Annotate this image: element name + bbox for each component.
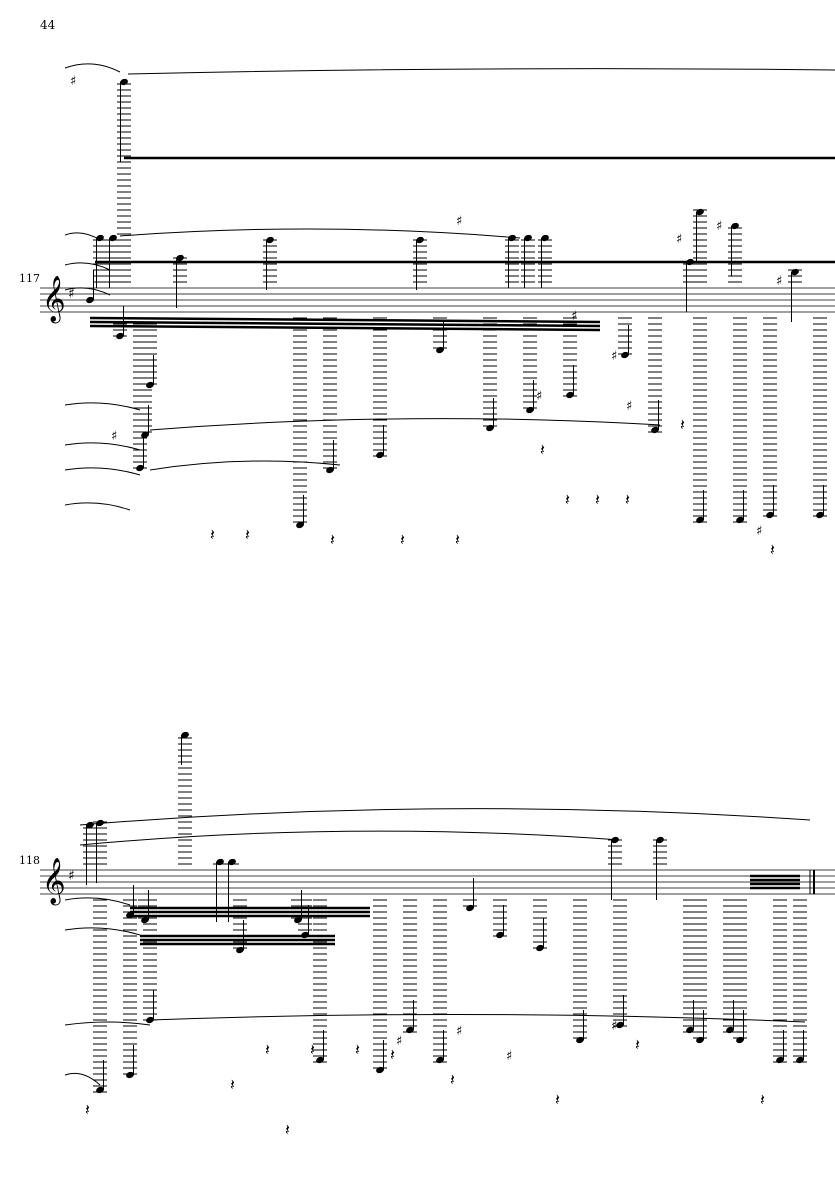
slur bbox=[149, 1013, 806, 1023]
notehead bbox=[816, 511, 824, 519]
sharp-icon: ♯ bbox=[776, 274, 782, 289]
slur bbox=[79, 808, 811, 826]
slur bbox=[64, 502, 131, 511]
sharp-icon: ♯ bbox=[571, 309, 577, 324]
sharp-icon: ♯ bbox=[506, 1049, 512, 1064]
sharp-icon: ♯ bbox=[456, 214, 462, 229]
sharp-icon: ♯ bbox=[676, 232, 682, 247]
slur bbox=[64, 442, 141, 451]
rest-icon: 𝄽 bbox=[565, 490, 570, 509]
rest-icon: 𝄽 bbox=[230, 1075, 235, 1094]
rest-icon: 𝄽 bbox=[245, 525, 250, 544]
rest-icon: 𝄽 bbox=[450, 1070, 455, 1089]
sharp-icon: ♯ bbox=[536, 389, 542, 404]
rest-icon: 𝄽 bbox=[285, 1120, 290, 1139]
notehead bbox=[496, 931, 504, 939]
rest-icon: 𝄽 bbox=[540, 440, 545, 459]
notehead bbox=[126, 911, 134, 919]
notehead bbox=[566, 391, 574, 399]
slur bbox=[64, 897, 131, 906]
notehead bbox=[96, 819, 104, 827]
page-number: 44 bbox=[40, 18, 56, 32]
sharp-icon: ♯ bbox=[396, 1034, 402, 1049]
treble-clef-icon: 𝄞 bbox=[42, 276, 66, 324]
notehead bbox=[376, 451, 384, 459]
slur bbox=[64, 1072, 101, 1086]
slur bbox=[149, 418, 661, 431]
notehead bbox=[86, 296, 94, 304]
slur bbox=[64, 63, 121, 73]
sharp-icon: ♯ bbox=[756, 524, 762, 539]
measure-number-117: 117 bbox=[19, 272, 40, 285]
notehead bbox=[86, 821, 94, 829]
slur bbox=[79, 830, 621, 846]
notehead bbox=[141, 431, 149, 439]
sharp-icon: ♯ bbox=[70, 74, 76, 89]
notehead bbox=[766, 511, 774, 519]
rest-icon: 𝄽 bbox=[400, 530, 405, 549]
notehead bbox=[301, 931, 309, 939]
notehead bbox=[126, 1071, 134, 1079]
sharp-icon: ♯ bbox=[611, 349, 617, 364]
notehead bbox=[296, 521, 304, 529]
rest-icon: 𝄽 bbox=[310, 1040, 315, 1059]
rest-icon: 𝄽 bbox=[635, 1035, 640, 1054]
rest-icon: 𝄽 bbox=[265, 1040, 270, 1059]
rest-icon: 𝄽 bbox=[680, 415, 685, 434]
sharp-icon: ♯ bbox=[456, 1024, 462, 1039]
beam bbox=[89, 316, 601, 324]
rest-icon: 𝄽 bbox=[625, 490, 630, 509]
sharp-icon: ♯ bbox=[68, 868, 75, 884]
sharp-icon: ♯ bbox=[68, 286, 75, 302]
slur bbox=[64, 467, 141, 476]
sharp-icon: ♯ bbox=[111, 429, 117, 444]
notehead bbox=[146, 381, 154, 389]
rest-icon: 𝄽 bbox=[555, 1090, 560, 1109]
slur bbox=[127, 68, 835, 75]
slur bbox=[119, 228, 521, 239]
beam bbox=[89, 324, 601, 332]
beam bbox=[89, 320, 601, 328]
rest-icon: 𝄽 bbox=[760, 1090, 765, 1109]
rest-icon: 𝄽 bbox=[595, 490, 600, 509]
notehead bbox=[621, 351, 629, 359]
sharp-icon: ♯ bbox=[626, 399, 632, 414]
slur bbox=[64, 262, 111, 271]
rest-icon: 𝄽 bbox=[85, 1100, 90, 1119]
treble-clef-icon: 𝄞 bbox=[42, 858, 66, 906]
notehead bbox=[181, 731, 189, 739]
rest-icon: 𝄽 bbox=[770, 540, 775, 559]
measure-number-118: 118 bbox=[19, 854, 40, 867]
slur bbox=[149, 460, 341, 471]
rest-icon: 𝄽 bbox=[330, 530, 335, 549]
sharp-icon: ♯ bbox=[611, 1019, 617, 1034]
rest-icon: 𝄽 bbox=[390, 1045, 395, 1064]
slur bbox=[64, 927, 141, 936]
slur bbox=[64, 402, 141, 411]
rest-icon: 𝄽 bbox=[210, 525, 215, 544]
slur bbox=[64, 1021, 151, 1026]
sharp-icon: ♯ bbox=[716, 219, 722, 234]
rest-icon: 𝄽 bbox=[355, 1040, 360, 1059]
slur bbox=[64, 287, 111, 296]
rest-icon: 𝄽 bbox=[455, 530, 460, 549]
slur bbox=[64, 232, 101, 241]
notehead bbox=[616, 1021, 624, 1029]
